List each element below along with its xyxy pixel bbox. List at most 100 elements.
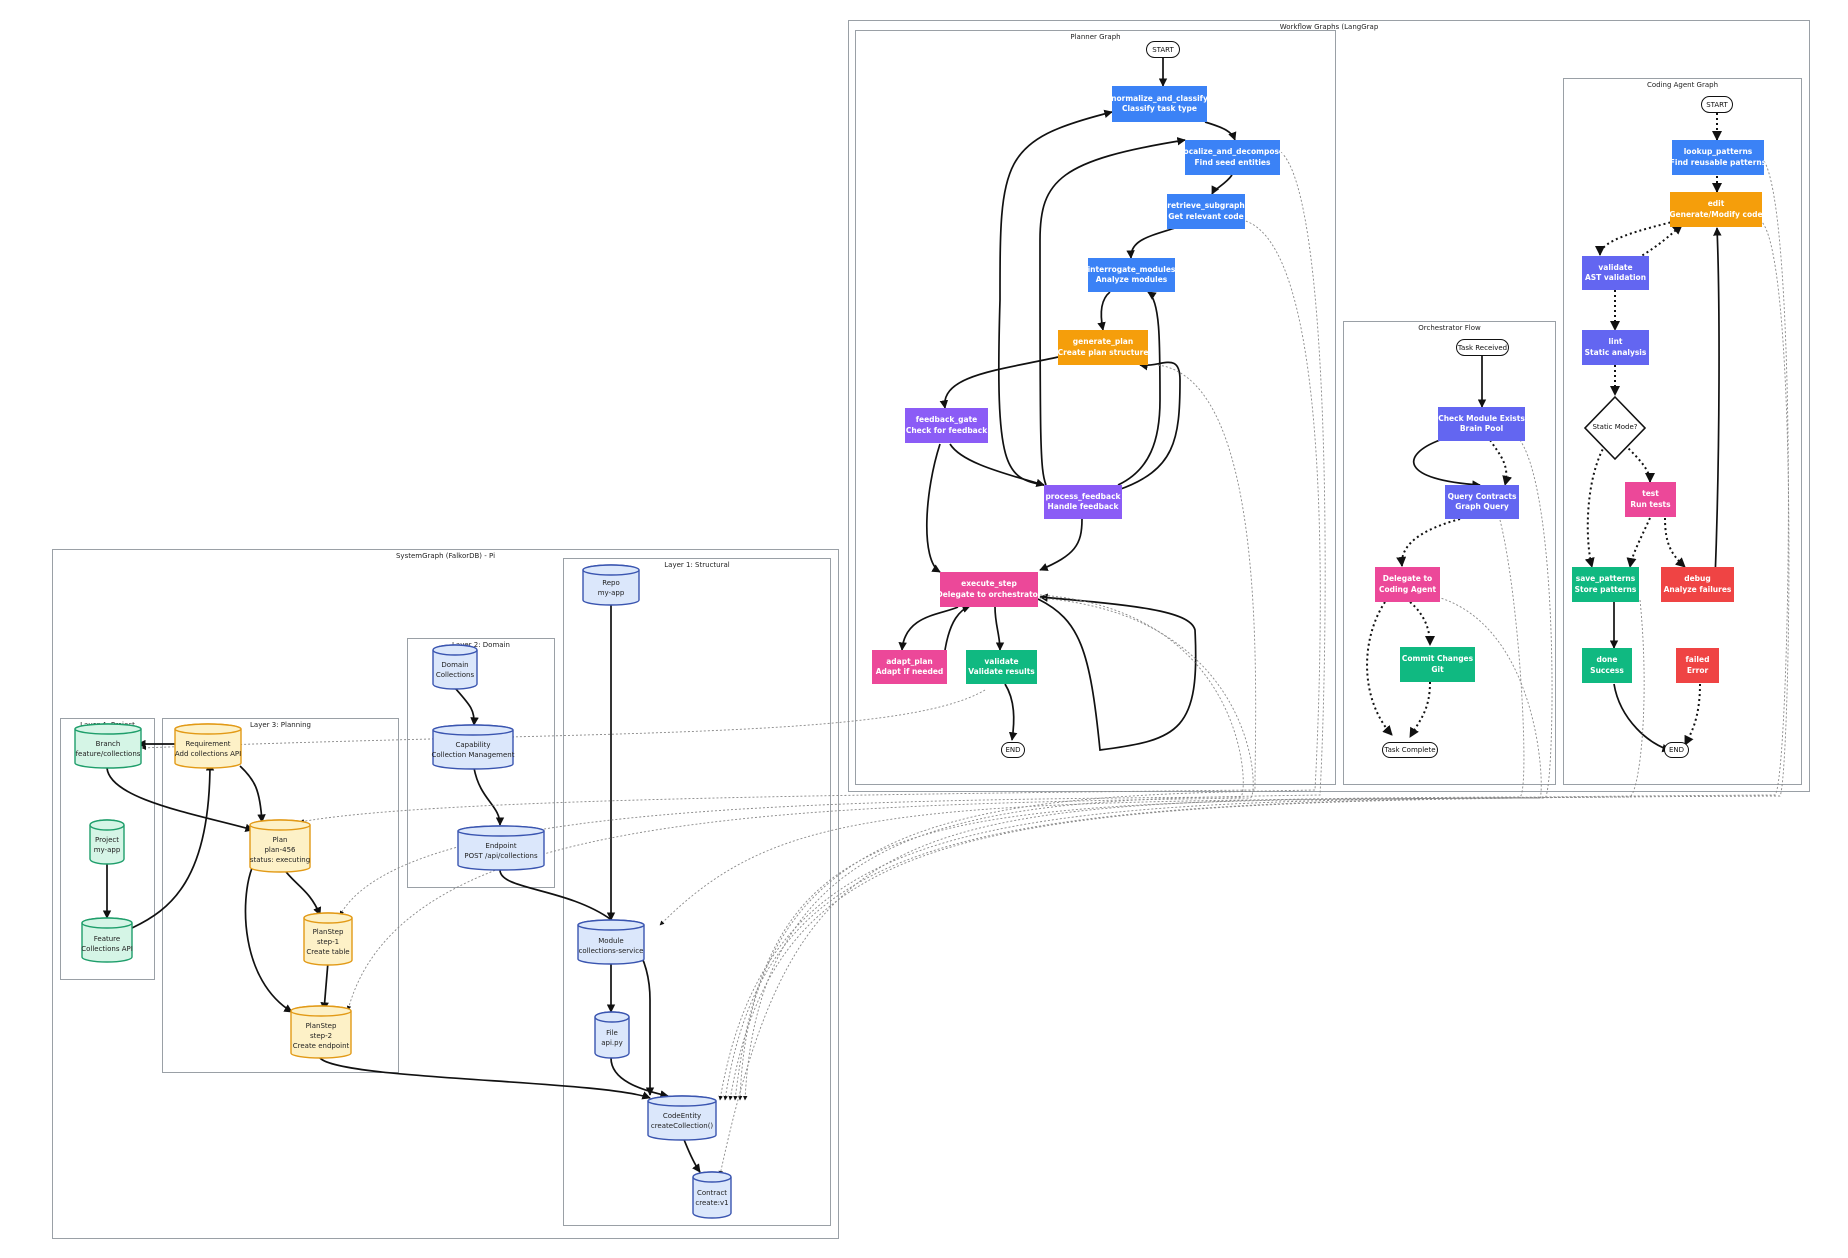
planstep2-desc: Create endpoint [292, 1042, 350, 1051]
node-commit-changes[interactable]: Commit Changes Git [1400, 647, 1475, 682]
node-check-module-exists[interactable]: Check Module Exists Brain Pool [1438, 407, 1525, 441]
node-process-feedback[interactable]: process_feedback Handle feedback [1044, 485, 1122, 519]
node-edit[interactable]: edit Generate/Modify code [1669, 192, 1763, 227]
node-normalize-and-classify[interactable]: normalize_and_classify Classify task typ… [1111, 86, 1208, 122]
edge-test-save [1626, 517, 1651, 568]
coding-start-node: START [1701, 96, 1733, 113]
layer1-title: Layer 1: Structural [664, 561, 730, 569]
feature-label[interactable]: Feature Collections API [81, 926, 133, 962]
edge-domain-capability [454, 687, 479, 726]
node-interrogate-modules[interactable]: interrogate_modules Analyze modules [1088, 258, 1175, 292]
project-label[interactable]: Project my-app [90, 827, 124, 863]
edge-generate-feedbackgate [939, 356, 1059, 409]
planstep1-cylinder [303, 912, 353, 966]
planner-end-node: END [1001, 742, 1025, 758]
requirement-label[interactable]: Requirement Add collections API [175, 731, 241, 767]
planner-validate-desc: Validate results [968, 667, 1035, 676]
planstep2-label[interactable]: PlanStep step-2 Create endpoint [291, 1014, 351, 1058]
task-received-node: Task Received [1456, 339, 1509, 356]
planstep1-label[interactable]: PlanStep step-1 Create table [304, 920, 352, 964]
capability-label[interactable]: Capability Collection Management [431, 732, 515, 768]
node-generate-plan[interactable]: generate_plan Create plan structure [1058, 330, 1148, 365]
node-execute-step[interactable]: execute_step Delegate to orchestrator [937, 572, 1042, 607]
node-feedback-gate[interactable]: feedback_gate Check for feedback [905, 408, 988, 443]
edge-validate-branch [141, 689, 986, 751]
lint-title: lint [1608, 337, 1623, 347]
edge-feature-requirement [131, 762, 215, 929]
file-cylinder [594, 1011, 630, 1059]
edge-commit-taskcomplete [1409, 681, 1431, 738]
retrieve-title: retrieve_subgraph [1167, 201, 1245, 211]
failed-title: failed [1685, 655, 1710, 665]
endpoint-label[interactable]: Endpoint POST /api/collections [458, 833, 544, 869]
node-query-contracts[interactable]: Query Contracts Graph Query [1445, 485, 1519, 519]
plan-label[interactable]: Plan plan-456 status: executing [250, 828, 310, 872]
interrogate-title: interrogate_modules [1087, 264, 1176, 274]
systemgraph-title: SystemGraph (FalkorDB) - Pi [395, 552, 496, 560]
module-name: collections-service [578, 947, 644, 955]
orchestrator-flow-title: Orchestrator Flow [1418, 324, 1481, 332]
edge-failed-end [1684, 683, 1701, 746]
endpoint-cylinder [457, 825, 545, 871]
domain-type: Domain [441, 660, 469, 669]
capability-name: Collection Management [431, 751, 515, 759]
test-title: test [1642, 489, 1659, 499]
localize-desc: Find seed entities [1194, 157, 1271, 167]
commit-desc: Git [1431, 664, 1444, 674]
branch-label[interactable]: Branch feature/collections [75, 731, 141, 767]
node-done[interactable]: done Success [1582, 648, 1632, 683]
done-title: done [1596, 655, 1618, 665]
node-lookup-patterns[interactable]: lookup_patterns Find reusable patterns [1669, 140, 1767, 175]
save-title: save_patterns [1575, 574, 1636, 584]
capability-type: Capability [455, 740, 491, 749]
lookup-desc: Find reusable patterns [1669, 157, 1767, 167]
node-delegate-coding-agent[interactable]: Delegate to Coding Agent [1375, 567, 1440, 602]
module-label[interactable]: Module collections-service [578, 928, 644, 964]
debug-desc: Analyze failures [1663, 584, 1732, 594]
lookup-title: lookup_patterns [1683, 147, 1753, 157]
edge-validate-edit [1637, 224, 1683, 259]
domain-cylinder [432, 644, 478, 690]
node-coding-validate[interactable]: validate AST validation [1582, 256, 1649, 290]
planstep2-id: step-2 [309, 1031, 333, 1040]
node-retrieve-subgraph[interactable]: retrieve_subgraph Get relevant code [1167, 194, 1245, 229]
feedback-gate-desc: Check for feedback [905, 425, 988, 435]
adapt-title: adapt_plan [886, 656, 933, 666]
node-failed[interactable]: failed Error [1676, 648, 1719, 683]
node-localize-and-decompose[interactable]: localize_and_decompose Find seed entitie… [1181, 140, 1284, 175]
repo-type: Repo [602, 578, 620, 587]
node-test[interactable]: test Run tests [1625, 482, 1676, 517]
edge-process-localize [1039, 137, 1186, 486]
node-adapt-plan[interactable]: adapt_plan Adapt if needed [872, 650, 947, 684]
cross-graph-edges [141, 149, 1790, 1176]
adapt-desc: Adapt if needed [875, 667, 944, 676]
layer3-title: Layer 3: Planning [250, 721, 311, 729]
planner-graph-title: Planner Graph [1070, 33, 1121, 41]
static-mode-label: Static Mode? [1592, 423, 1638, 431]
workflow-graphs-title: Workflow Graphs (LangGrap [1279, 23, 1379, 31]
layer2-cluster: Layer 2: Domain [407, 638, 555, 888]
node-save-patterns[interactable]: save_patterns Store patterns [1572, 567, 1639, 602]
cylinder-layer [74, 564, 732, 1219]
planstep1-desc: Create table [306, 948, 350, 957]
module-cylinder [577, 919, 645, 965]
file-label[interactable]: File api.py [595, 1020, 629, 1056]
node-lint[interactable]: lint Static analysis [1582, 330, 1649, 365]
codeentity-cylinder [647, 1095, 717, 1141]
planstep1-type: PlanStep [312, 927, 344, 936]
query-contracts-desc: Graph Query [1455, 502, 1509, 511]
node-planner-validate[interactable]: validate Validate results [966, 650, 1037, 684]
coding-agent-graph-cluster: Coding Agent Graph [1563, 78, 1802, 785]
plan-type: Plan [272, 835, 288, 844]
edge-branch-plan [106, 767, 254, 833]
coding-end-node: END [1664, 742, 1689, 758]
repo-label[interactable]: Repo my-app [583, 572, 639, 604]
requirement-name: Add collections API [174, 750, 242, 758]
codeentity-name: createCollection() [650, 1122, 714, 1130]
node-debug[interactable]: debug Analyze failures [1661, 567, 1734, 602]
edge-endpoint-codeentity [499, 869, 655, 1096]
contract-label[interactable]: Contract create:v1 [693, 1180, 731, 1216]
domain-label[interactable]: Domain Collections [433, 652, 477, 688]
edge-test-debug [1664, 517, 1686, 568]
codeentity-label[interactable]: CodeEntity createCollection() [648, 1103, 716, 1139]
